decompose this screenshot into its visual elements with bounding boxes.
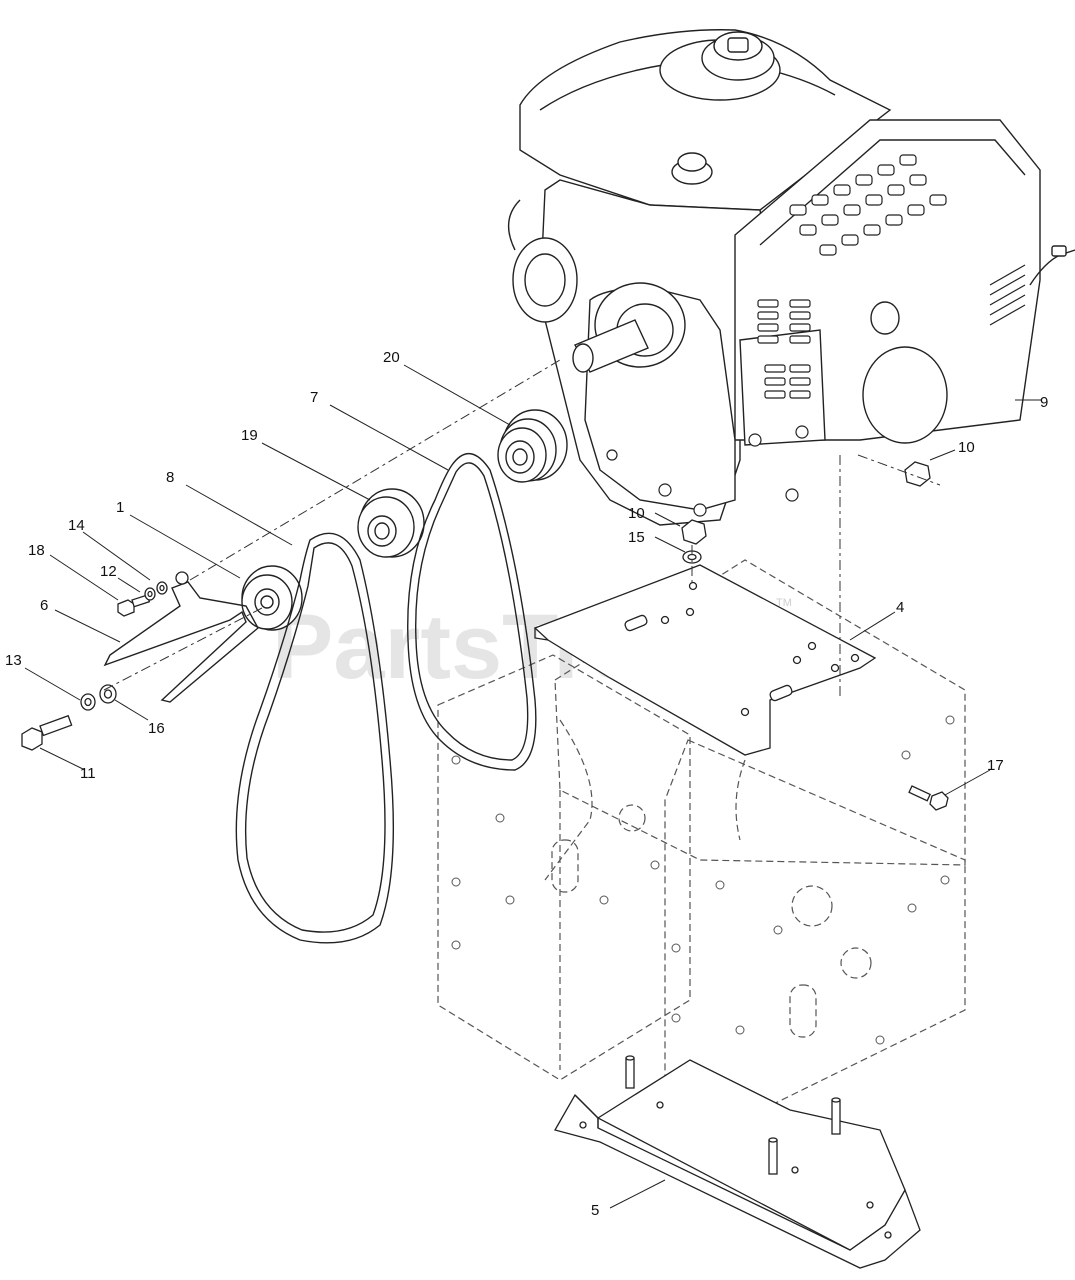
idler-pulley-1 [241,565,303,631]
frame-holes [451,715,955,1045]
callout-20: 20 [383,349,400,366]
bolt-17 [929,791,949,811]
callout-13: 13 [5,652,22,669]
engine [507,29,1075,526]
engine-bolts [606,425,809,517]
engine-pulley [497,409,568,483]
callout-11: 11 [80,765,96,782]
idler-bracket [103,581,259,703]
callout-14: 14 [68,517,85,534]
callout-18: 18 [28,542,45,559]
callout-7: 7 [310,389,318,406]
callout-1: 1 [116,499,124,516]
nut-10-center [681,519,707,545]
nut-10-right [904,461,931,487]
callout-15: 15 [628,529,645,546]
bolt-18 [117,599,135,617]
callout-10-center: 10 [628,505,645,522]
leader-lines [24,364,1042,1209]
callout-12: 12 [100,563,117,580]
idler-pulley-19 [357,488,425,558]
engine-mount-plate [533,564,877,756]
callout-4: 4 [896,599,904,616]
frame [437,559,966,1146]
callout-8: 8 [166,469,174,486]
bolt-11 [21,727,43,751]
callout-19: 19 [241,427,258,444]
callout-17: 17 [987,757,1004,774]
belt-8 [235,532,395,944]
centerlines [103,359,941,700]
bottom-bracket [554,1055,921,1269]
callout-labels: 20 7 19 8 1 14 18 12 6 13 16 11 9 10 10 … [5,349,1048,1219]
callout-9: 9 [1040,394,1048,411]
watermark-trademark: TM [776,597,792,609]
belts [235,453,537,944]
callout-10-right: 10 [958,439,975,456]
callout-5: 5 [591,1202,599,1219]
belt-7 [407,453,537,771]
callout-6: 6 [40,597,48,614]
engine-vents [757,154,1026,399]
callout-16: 16 [148,720,165,737]
